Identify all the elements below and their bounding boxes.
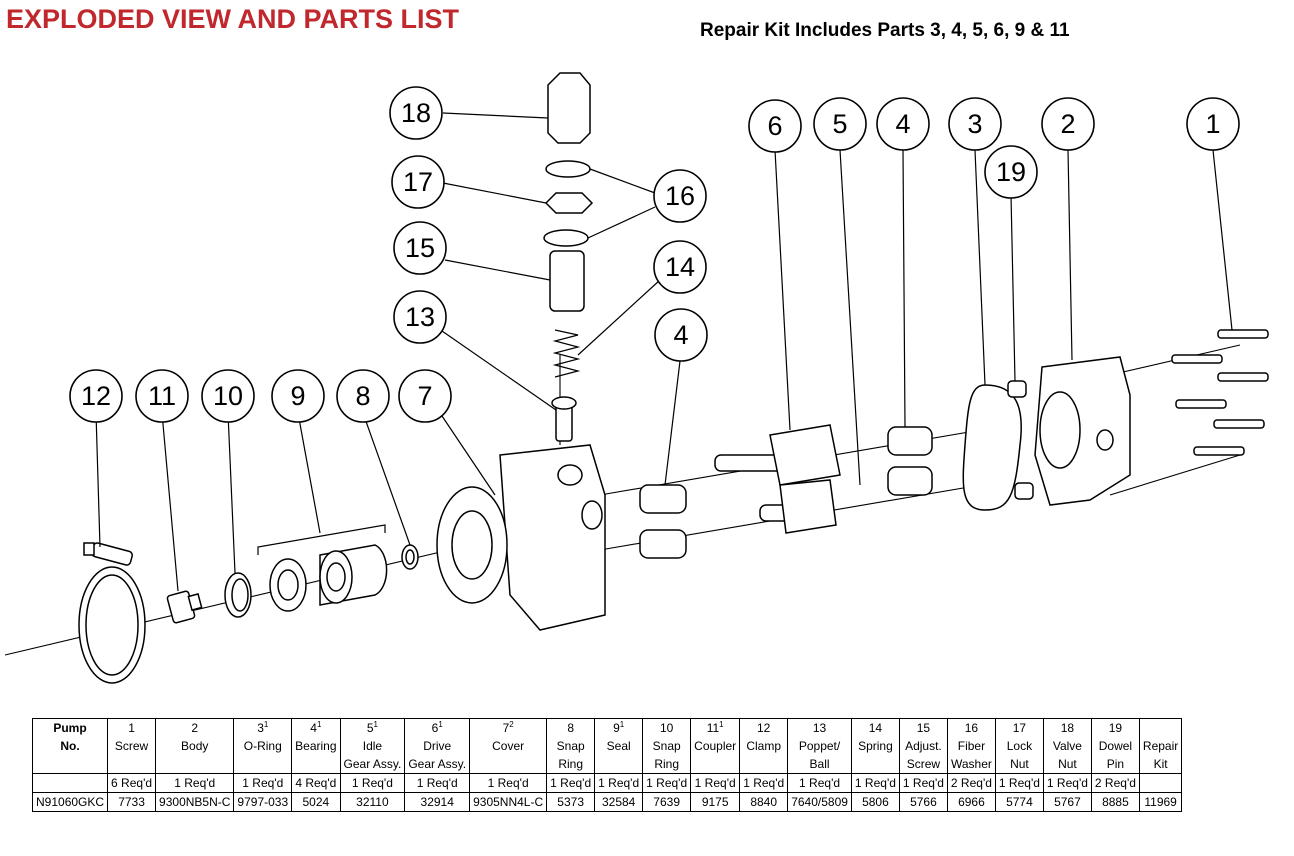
table-row-required: 6 Req'd 1 Req'd 1 Req'd 4 Req'd 1 Req'd …	[31, 773, 1183, 793]
svg-text:9: 9	[290, 381, 305, 411]
callout-9: 9	[271, 369, 325, 423]
callout-3: 3	[948, 97, 1002, 151]
svg-text:12: 12	[81, 381, 111, 411]
col-num-15: 15	[898, 718, 948, 737]
svg-text:2: 2	[1060, 109, 1075, 139]
callout-19: 19	[984, 145, 1038, 199]
svg-text:16: 16	[665, 181, 695, 211]
col-num-9: 91	[594, 718, 644, 737]
part-bearing-left-drawing	[639, 484, 687, 559]
callout-2: 2	[1041, 97, 1095, 151]
callout-18: 18	[389, 86, 443, 140]
parts-list-table: Pump 1 2 31 41 51 61 72 8 91 10 111 12 1…	[31, 718, 1183, 812]
no-header-cell: No.	[31, 737, 109, 755]
col-num-13: 13	[787, 718, 852, 737]
callout-7: 7	[398, 369, 452, 423]
part-coupler-drawing	[166, 590, 203, 624]
col-num-4: 41	[291, 718, 341, 737]
col-num-2: 2	[155, 718, 235, 737]
part-screws-drawing	[1171, 329, 1269, 456]
part-clamp-drawing	[78, 542, 146, 684]
svg-text:10: 10	[213, 381, 243, 411]
svg-text:7: 7	[417, 381, 432, 411]
svg-text:15: 15	[405, 233, 435, 263]
callout-13: 13	[393, 290, 447, 344]
callout-15: 15	[393, 221, 447, 275]
part-bearing-right-drawing	[887, 426, 933, 496]
col-num-8: 8	[546, 718, 596, 737]
callout-11: 11	[135, 369, 189, 423]
pump-header-cell: Pump	[31, 718, 109, 737]
svg-text:13: 13	[405, 302, 435, 332]
col-num-12: 12	[739, 718, 789, 737]
svg-text:14: 14	[665, 252, 695, 282]
col-num-1: 1	[107, 718, 157, 737]
svg-text:6: 6	[767, 111, 782, 141]
table-row-names: No. Screw Body O-Ring Bearing Idle Drive…	[31, 737, 1183, 755]
svg-text:4: 4	[673, 320, 688, 350]
part-valve-stack-drawing	[543, 72, 594, 442]
col-num-16: 16	[946, 718, 996, 737]
callout-14: 14	[653, 240, 707, 294]
callout-5: 5	[813, 97, 867, 151]
callout-4-right: 4	[876, 97, 930, 151]
part-gears-drawing	[714, 424, 841, 534]
col-num-18: 18	[1042, 718, 1092, 737]
callout-8: 8	[336, 369, 390, 423]
pump-model-cell: N91060GKC	[31, 792, 109, 812]
part-dowel-pin-drawing	[1007, 380, 1034, 500]
col-num-10: 10	[642, 718, 692, 737]
callout-4-left: 4	[654, 308, 708, 362]
col-num-17: 17	[994, 718, 1044, 737]
svg-text:3: 3	[967, 109, 982, 139]
callout-12: 12	[69, 369, 123, 423]
part-seal-drawing	[257, 524, 388, 612]
svg-text:18: 18	[401, 98, 431, 128]
part-snap-ring-2-drawing	[401, 544, 419, 570]
exploded-view-diagram: 1 2 3 4 5 6 7 8 9 10 11 12 13 14 15 16 1…	[4, 72, 1269, 684]
table-row-names-2: Gear Assy. Gear Assy. Ring Ring Ball Scr…	[31, 755, 1183, 774]
col-num-11: 111	[690, 718, 741, 737]
col-num-repair-kit	[1138, 718, 1183, 737]
callout-17: 17	[391, 155, 445, 209]
svg-text:1: 1	[1205, 109, 1220, 139]
callout-10: 10	[201, 369, 255, 423]
col-num-19: 19	[1090, 718, 1140, 737]
col-num-14: 14	[850, 718, 900, 737]
svg-text:11: 11	[148, 381, 176, 411]
callout-1: 1	[1186, 97, 1240, 151]
svg-text:19: 19	[996, 157, 1026, 187]
part-snap-ring-drawing	[224, 572, 252, 618]
svg-text:8: 8	[355, 381, 370, 411]
part-body-drawing	[1034, 356, 1131, 506]
svg-text:5: 5	[832, 109, 847, 139]
leader-lines	[95, 112, 1233, 592]
col-num-6: 61	[404, 718, 471, 737]
part-cover-drawing	[436, 444, 606, 631]
table-row-part-numbers: N91060GKC 7733 9300NB5N-C 9797-033 5024 …	[31, 792, 1183, 812]
col-num-5: 51	[339, 718, 406, 737]
table-row-numbers: Pump 1 2 31 41 51 61 72 8 91 10 111 12 1…	[31, 718, 1183, 737]
callout-6: 6	[748, 99, 802, 153]
callout-16: 16	[653, 169, 707, 223]
svg-text:4: 4	[895, 109, 910, 139]
page-title: EXPLODED VIEW AND PARTS LIST	[6, 4, 460, 34]
svg-text:17: 17	[403, 167, 433, 197]
repair-kit-note: Repair Kit Includes Parts 3, 4, 5, 6, 9 …	[700, 20, 1070, 41]
col-num-7: 72	[469, 718, 548, 737]
col-num-3: 31	[233, 718, 293, 737]
part-o-ring-drawing	[962, 384, 1022, 511]
